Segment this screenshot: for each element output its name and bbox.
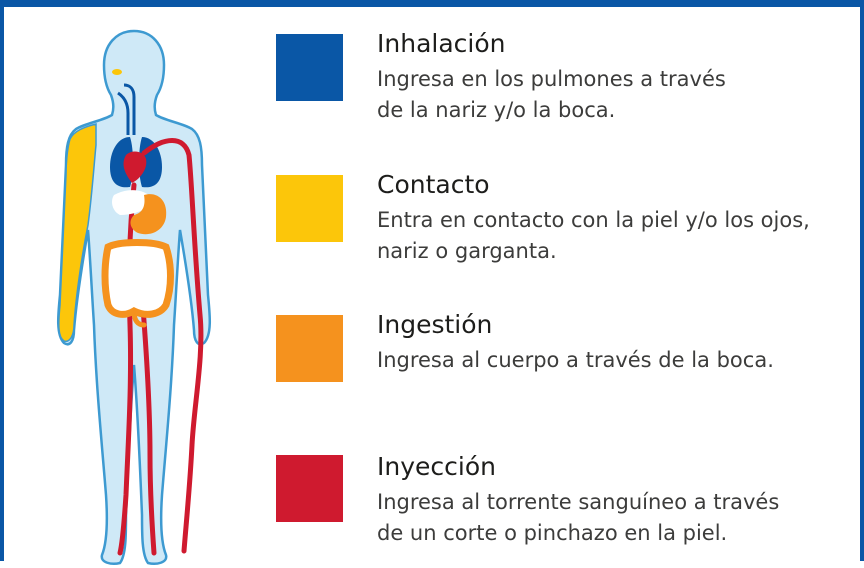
intestine-tail	[131, 308, 147, 328]
desc-line: de un corte o pinchazo en la piel.	[377, 521, 728, 545]
heart	[123, 151, 147, 183]
legend-item-contact: Contacto Entra en contacto con la piel y…	[4, 167, 864, 277]
eye-mark	[112, 69, 122, 75]
legend-item-inhalation: Inhalación Ingresa en los pulmones a tra…	[4, 26, 864, 136]
contact-swatch	[276, 175, 343, 242]
desc-line: Entra en contacto con la piel y/o los oj…	[377, 208, 810, 232]
stomach	[130, 194, 167, 235]
airway	[117, 83, 136, 135]
route-title: Inyección	[377, 452, 496, 481]
route-title: Ingestión	[377, 310, 493, 339]
route-description: Ingresa en los pulmones a través de la n…	[377, 64, 847, 126]
injection-swatch	[276, 455, 343, 522]
human-body-illustration	[57, 29, 211, 565]
blood-vessel-main	[141, 138, 204, 554]
blood-vessel-right-leg	[139, 292, 157, 556]
ingestion-swatch	[276, 315, 343, 382]
intestines	[101, 239, 174, 318]
route-description: Ingresa al torrente sanguíneo a través d…	[377, 487, 847, 549]
inhalation-swatch	[276, 34, 343, 101]
route-description: Entra en contacto con la piel y/o los oj…	[377, 205, 847, 267]
desc-line: de la nariz y/o la boca.	[377, 98, 616, 122]
desc-line: Ingresa al cuerpo a través de la boca.	[377, 348, 774, 372]
desc-line: nariz o garganta.	[377, 239, 557, 263]
desc-line: Ingresa al torrente sanguíneo a través	[377, 490, 780, 514]
route-description: Ingresa al cuerpo a través de la boca.	[377, 345, 847, 376]
route-title: Inhalación	[377, 29, 506, 58]
desc-line: Ingresa en los pulmones a través	[377, 67, 726, 91]
liver	[112, 190, 152, 215]
legend-item-ingestion: Ingestión Ingresa al cuerpo a través de …	[4, 307, 864, 417]
contact-arm-highlight	[58, 123, 97, 343]
legend-item-injection: Inyección Ingresa al torrente sanguíneo …	[4, 449, 864, 559]
route-title: Contacto	[377, 170, 490, 199]
